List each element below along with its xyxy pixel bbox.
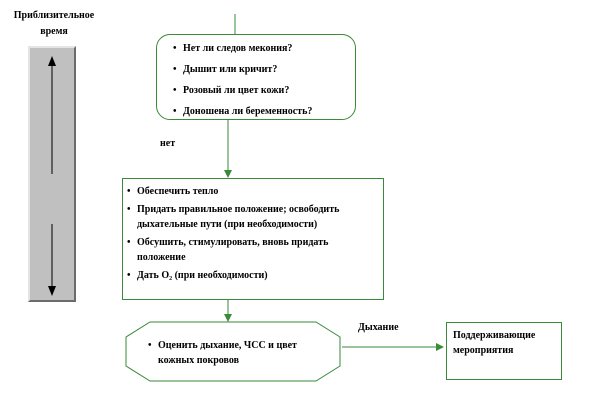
label-breathing: Дыхание (358, 322, 399, 333)
time-bar (28, 46, 76, 302)
up-arrow-head (48, 56, 56, 66)
time-label: Приблизительное время (13, 10, 95, 37)
box-initial-steps: Обеспечить тепло Придать правильное поло… (122, 178, 384, 300)
box-evaluate: Оценить дыхание, ЧСС и цвет кожных покро… (148, 338, 334, 368)
label-no: нет (160, 138, 176, 149)
list-item: Обсушить, стимулировать, вновь придать п… (127, 235, 377, 265)
list-item: Розовый ли цвет кожи? (173, 83, 347, 98)
list-item: Оценить дыхание, ЧСС и цвет кожных покро… (148, 338, 334, 368)
down-arrow-head (48, 286, 56, 296)
list-item: Придать правильное положение; освободить… (127, 202, 377, 232)
list-item: Дать O₂ (при необходимости) (127, 268, 377, 283)
list-item: Нет ли следов мекония? (173, 41, 347, 56)
list-item: Обеспечить тепло (127, 184, 377, 199)
box-supportive-care: Поддерживающие мероприятия (446, 322, 562, 380)
box-initial-assessment: Нет ли следов мекония? Дышит или кричит?… (156, 34, 356, 120)
time-arrows (48, 56, 56, 296)
list-item: Дышит или кричит? (173, 62, 347, 77)
list-item: Доношена ли беременность? (173, 104, 347, 119)
